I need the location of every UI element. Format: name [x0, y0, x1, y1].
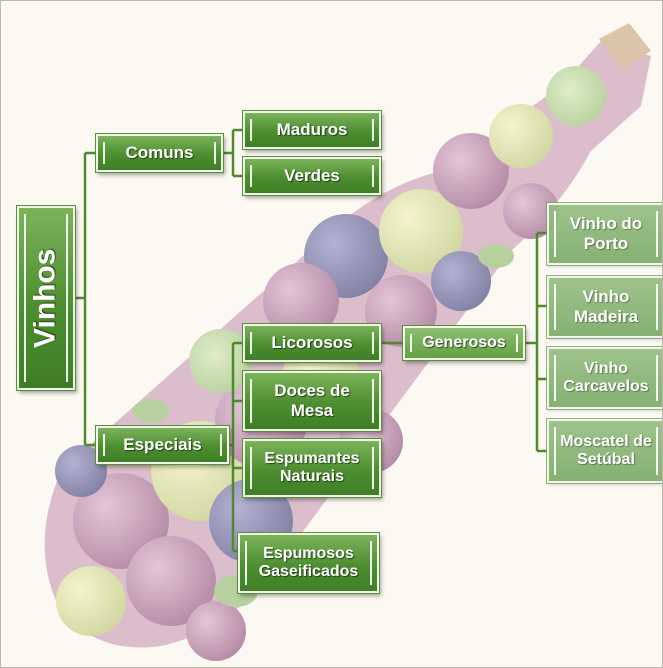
node-especiais: Especiais: [96, 426, 229, 464]
node-comuns: Comuns: [96, 134, 223, 172]
node-vinho-do-porto-label: Vinho do Porto: [556, 214, 656, 253]
node-verdes: Verdes: [243, 157, 381, 195]
node-licorosos: Licorosos: [243, 324, 381, 362]
node-comuns-label: Comuns: [126, 143, 194, 163]
node-vinhos: Vinhos: [17, 206, 75, 390]
node-espumosos-gaseificados: Espumosos Gaseificados: [238, 533, 379, 593]
node-espumosos-gaseificados-label: Espumosos Gaseificados: [243, 545, 375, 582]
node-espumantes-naturais-label: Espumantes Naturais: [248, 450, 376, 487]
node-vinho-madeira: Vinho Madeira: [547, 276, 663, 338]
node-generosos-label: Generosos: [422, 334, 506, 352]
node-maduros: Maduros: [243, 111, 381, 149]
node-vinho-do-porto: Vinho do Porto: [547, 203, 663, 265]
node-vinho-carcavelos-label: Vinho Carcavelos: [550, 360, 662, 397]
node-vinho-carcavelos: Vinho Carcavelos: [547, 347, 663, 409]
node-moscatel-de-setubal-label: Moscatel de Setúbal: [550, 433, 662, 470]
node-maduros-label: Maduros: [277, 120, 348, 140]
node-vinho-madeira-label: Vinho Madeira: [560, 287, 652, 326]
node-espumantes-naturais: Espumantes Naturais: [243, 439, 381, 497]
node-generosos: Generosos: [403, 326, 525, 360]
node-vinhos-label: Vinhos: [29, 248, 64, 347]
node-licorosos-label: Licorosos: [271, 333, 352, 353]
node-especiais-label: Especiais: [123, 435, 201, 455]
node-verdes-label: Verdes: [284, 166, 340, 186]
node-doces-de-mesa-label: Doces de Mesa: [267, 381, 357, 420]
node-doces-de-mesa: Doces de Mesa: [243, 371, 381, 431]
node-moscatel-de-setubal: Moscatel de Setúbal: [547, 419, 663, 483]
